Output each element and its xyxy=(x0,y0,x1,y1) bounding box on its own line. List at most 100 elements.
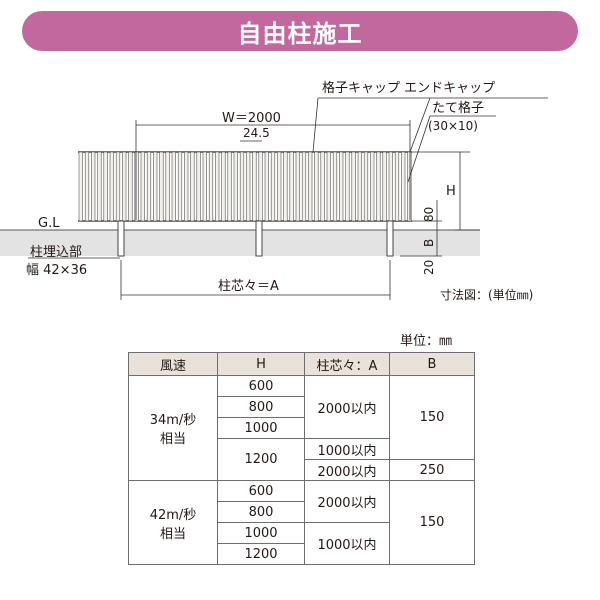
width-dimension xyxy=(135,120,411,220)
cap-label: 格子キャップ エンドキャップ xyxy=(322,80,495,96)
lattice-slat xyxy=(295,151,300,222)
lattice-slat xyxy=(258,151,263,222)
h-cell: 1000 xyxy=(217,522,305,544)
lattice-slat xyxy=(103,151,108,222)
unit-label: 単位：㎜ xyxy=(400,334,453,349)
page-title: 自由柱施工 xyxy=(237,19,363,48)
lattice-slat xyxy=(153,151,158,222)
wind-42-cell: 42m/秒 相当 xyxy=(128,480,218,565)
lattice-slat xyxy=(215,151,220,222)
lattice-label: たて格子 xyxy=(432,100,484,116)
lattice-slat xyxy=(97,151,102,222)
gl-label: G.L xyxy=(38,216,60,231)
table-row: 1200 1000以内 xyxy=(129,438,475,481)
lattice-slat xyxy=(109,151,114,222)
lattice-slat xyxy=(159,151,164,222)
lattice-slat xyxy=(122,151,127,222)
lattice-slats xyxy=(78,151,412,222)
post-center-label: 柱芯々＝A xyxy=(218,279,279,294)
lattice-slat xyxy=(84,151,90,222)
lattice-slat xyxy=(283,151,288,222)
lattice-slat xyxy=(227,151,232,222)
lattice-slat xyxy=(332,151,338,222)
lattice-slat xyxy=(146,151,152,222)
h-label: H xyxy=(446,184,456,199)
lattice-slat xyxy=(165,151,170,222)
posts xyxy=(117,220,394,257)
lattice-slat xyxy=(208,151,214,222)
lattice-slat xyxy=(177,151,183,222)
post-center-dimension xyxy=(120,260,391,300)
lattice-slat xyxy=(394,151,400,222)
a-cell: 1000以内 xyxy=(304,438,390,460)
a-cell: 2000以内 xyxy=(304,375,390,439)
h-cell: 600 xyxy=(217,375,305,397)
a-cell: 1000以内 xyxy=(304,522,390,565)
label-20: 20 xyxy=(422,260,436,275)
lattice-slat xyxy=(345,151,350,222)
pitch-label: 24.5 xyxy=(243,126,270,140)
lattice-slat xyxy=(351,151,356,222)
lattice-slat xyxy=(363,151,369,222)
wind-34-line1: 34m/秒 xyxy=(149,413,197,428)
table-header-row: 風速 H 柱芯々：A B xyxy=(128,352,475,376)
h-cell: 800 xyxy=(217,396,305,418)
lattice-slat xyxy=(264,151,269,222)
height-dimension xyxy=(400,151,480,257)
label-b: B xyxy=(422,239,436,247)
spec-table: 風速 H 柱芯々：A B 34m/秒 相当 600 2000以内 150 800… xyxy=(128,352,475,565)
label-80: 80 xyxy=(422,207,436,222)
table-row: 42m/秒 相当 600 2000以内 150 xyxy=(128,480,475,565)
wind-42-line2: 相当 xyxy=(159,526,186,542)
post-right xyxy=(386,220,394,257)
b-cell: 250 xyxy=(389,459,475,481)
header-wind: 風速 xyxy=(128,352,218,376)
post-left xyxy=(117,220,125,257)
lattice-slat xyxy=(134,151,139,222)
lattice-size-label: (30×10) xyxy=(428,119,478,133)
header-h: H xyxy=(217,352,305,376)
lattice-slat xyxy=(376,151,381,222)
h-cell: 1000 xyxy=(217,417,305,439)
h-cell: 800 xyxy=(217,501,305,523)
wind-34-line2: 相当 xyxy=(159,432,186,447)
h-cell: 600 xyxy=(217,480,305,502)
lattice-slat xyxy=(301,151,307,222)
fence-dimension-diagram: W＝2000 24.5 格子キャップ エンドキャップ たて格子 (30×10) … xyxy=(0,80,548,302)
lattice-slat xyxy=(91,151,96,222)
lattice-slat xyxy=(308,151,313,222)
lattice-slat xyxy=(78,151,83,222)
lattice-slat xyxy=(357,151,362,222)
header-a: 柱芯々：A xyxy=(304,352,390,376)
lattice-slat xyxy=(140,151,145,222)
width-label: W＝2000 xyxy=(222,111,281,126)
lattice-slat xyxy=(407,151,412,222)
lattice-slat xyxy=(196,151,201,222)
table-row: 1200 xyxy=(129,543,475,565)
lattice-slat xyxy=(246,151,251,222)
header-b: B xyxy=(389,352,475,376)
wind-34-cell: 34m/秒 相当 xyxy=(128,375,218,481)
table-row: 2000以内 250 xyxy=(129,459,475,481)
lattice-slat xyxy=(221,151,226,222)
b-cell: 150 xyxy=(389,480,475,565)
leader-lines xyxy=(312,97,548,183)
lattice-slat xyxy=(314,151,319,222)
table-row: 34m/秒 相当 600 2000以内 150 xyxy=(128,375,475,481)
lattice-slat xyxy=(370,151,375,222)
lattice-slat xyxy=(202,151,207,222)
lattice-slat xyxy=(171,151,176,222)
lattice-slat xyxy=(252,151,257,222)
h-cell: 1200 xyxy=(217,438,305,481)
embed-label: 柱埋込部 xyxy=(30,245,82,260)
lattice-slat xyxy=(289,151,294,222)
embed-size-label: 幅 42×36 xyxy=(26,263,87,278)
lattice-slat xyxy=(320,151,325,222)
lattice-slat xyxy=(190,151,195,222)
post-middle xyxy=(255,220,263,257)
b-cell: 150 xyxy=(389,375,475,460)
a-cell: 2000以内 xyxy=(304,459,390,481)
lattice-slat xyxy=(382,151,387,222)
table-row: 1000 xyxy=(129,417,475,439)
lattice-slat xyxy=(270,151,276,222)
